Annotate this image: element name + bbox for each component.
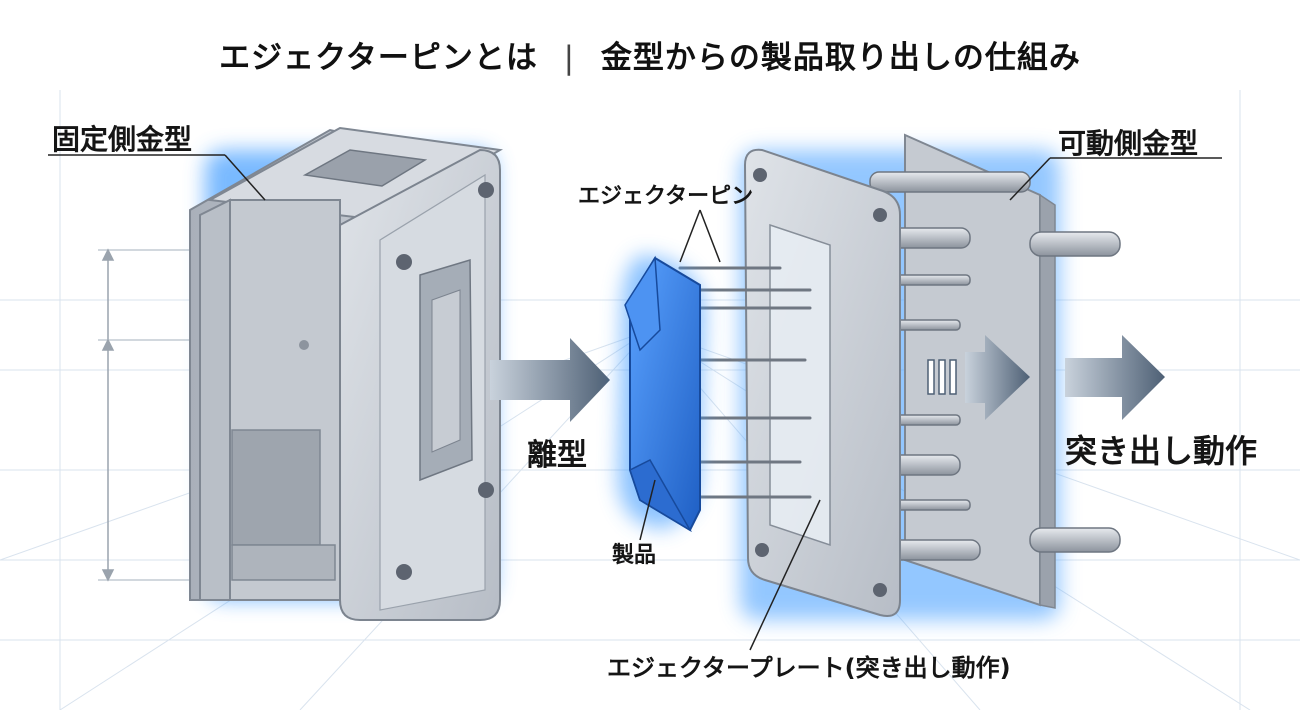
dimension-line: [98, 248, 200, 582]
title-separator: |: [563, 40, 576, 76]
label-fixed-mold: 固定側金型: [52, 123, 193, 156]
label-ejection-motion: 突き出し動作: [1065, 432, 1258, 470]
leader-lines: [48, 154, 1222, 651]
moving-mold: [740, 133, 1121, 620]
label-ejector-pin: エジェクターピン: [578, 184, 754, 209]
fixed-mold: [189, 126, 504, 621]
label-release: 離型: [527, 438, 587, 473]
release-arrow: [490, 338, 610, 422]
motion-lines-icon: [927, 359, 957, 395]
ejection-arrow: [1065, 335, 1165, 420]
label-ejector-plate: エジェクタープレート(突き出し動作): [607, 654, 1011, 682]
page-title: エジェクターピンとは | 金型からの製品取り出しの仕組み: [0, 32, 1300, 77]
product-part: [617, 255, 705, 533]
ejector-pins: [678, 266, 812, 499]
label-product: 製品: [612, 543, 657, 568]
title-sub: 金型からの製品取り出しの仕組み: [600, 40, 1081, 76]
title-main: エジェクターピンとは: [219, 40, 538, 76]
label-moving-mold: 可動側金型: [1058, 127, 1199, 160]
